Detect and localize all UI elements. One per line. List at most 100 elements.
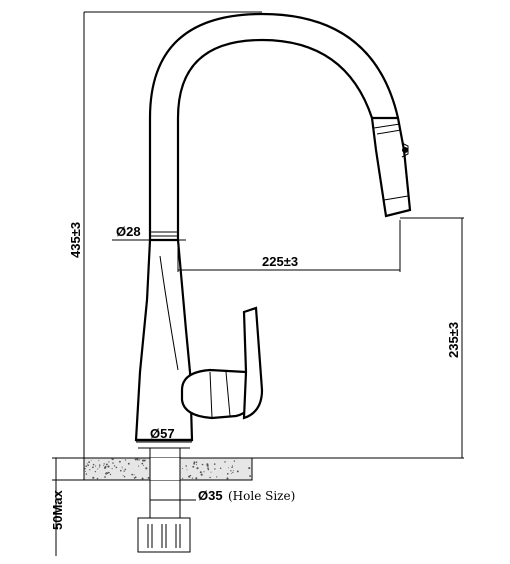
countertop-speckle (248, 467, 251, 470)
countertop-speckle (90, 460, 92, 462)
countertop-speckle (118, 460, 121, 463)
countertop-speckle (192, 465, 195, 468)
countertop-speckle (104, 476, 106, 478)
dim-base-diameter: Ø57 (136, 426, 192, 443)
dim-max-thickness: 50Max (50, 457, 84, 556)
countertop-speckle (103, 463, 105, 465)
countertop-speckle (147, 476, 150, 479)
countertop-speckle (86, 463, 88, 465)
countertop-speckle (123, 475, 126, 478)
countertop-speckle (200, 473, 203, 476)
countertop-speckle (182, 467, 183, 469)
hole-diameter-label: Ø35 (198, 488, 223, 503)
countertop-speckle (230, 470, 232, 472)
countertop-speckle (92, 476, 95, 479)
countertop-speckle (133, 477, 136, 479)
base-diameter-label: Ø57 (150, 426, 175, 441)
dim-reach: 225±3 (177, 220, 401, 272)
countertop-speckle (98, 466, 100, 468)
countertop-speckle (207, 468, 210, 471)
countertop-speckle (131, 473, 134, 476)
countertop-speckle (107, 465, 110, 468)
countertop-speckle (92, 463, 95, 466)
countertop-speckle (193, 462, 196, 465)
countertop-speckle (123, 470, 125, 472)
countertop-speckle (85, 473, 88, 475)
countertop-speckle (203, 471, 205, 473)
countertop-speckle (224, 461, 226, 463)
countertop (83, 457, 253, 481)
countertop-speckle (105, 472, 108, 475)
countertop-speckle (195, 464, 198, 466)
spout (148, 12, 400, 240)
countertop-speckle (99, 464, 101, 466)
countertop-speckle (122, 475, 124, 477)
countertop-speckle (107, 471, 110, 474)
countertop-speckle (142, 459, 145, 462)
countertop-speckle (193, 461, 196, 463)
countertop-speckle (85, 470, 87, 472)
countertop-speckle (214, 468, 216, 470)
countertop-speckle (124, 459, 127, 461)
countertop-speckle (97, 468, 99, 470)
countertop-speckle (226, 473, 229, 475)
countertop-speckle (92, 466, 94, 469)
countertop-speckle (226, 477, 229, 480)
countertop-speckle (249, 475, 252, 477)
countertop-speckle (138, 459, 140, 461)
countertop-speckle (103, 465, 105, 467)
countertop-speckle (95, 465, 97, 467)
countertop-speckle (121, 466, 123, 468)
countertop-speckle (136, 458, 139, 461)
countertop-speckle (196, 467, 199, 470)
max-thickness-label: 50Max (50, 489, 65, 530)
countertop-speckle (104, 465, 107, 468)
countertop-speckle (105, 463, 108, 466)
countertop-speckle (85, 465, 88, 468)
countertop-speckle (195, 461, 198, 463)
countertop-speckle (191, 477, 194, 479)
countertop-speckle (231, 472, 232, 474)
countertop-speckle (213, 463, 216, 465)
countertop-speckle (236, 470, 239, 473)
countertop-speckle (121, 467, 123, 469)
lever-handle (180, 306, 264, 420)
countertop-speckle (143, 459, 146, 462)
countertop-speckle (219, 467, 222, 469)
hole-size-note: (Hole Size) (228, 489, 295, 503)
countertop-speckle (199, 471, 202, 474)
countertop-speckle (216, 476, 218, 478)
reach-label: 225±3 (262, 254, 298, 269)
countertop-speckle (113, 465, 116, 467)
countertop-speckle (111, 468, 113, 470)
countertop-speckle (112, 462, 114, 464)
countertop-speckle (115, 466, 118, 469)
countertop-speckle (84, 467, 86, 470)
countertop-speckle (138, 465, 140, 467)
countertop-speckle (87, 464, 90, 467)
countertop-speckle (141, 462, 144, 465)
countertop-speckle (98, 459, 100, 461)
supply-connector (137, 480, 191, 553)
countertop-speckle (233, 460, 236, 462)
countertop-speckle (145, 467, 148, 470)
countertop-speckle (182, 477, 184, 479)
total-height-label: 435±3 (68, 222, 83, 258)
dim-spout-height: 235±3 (252, 217, 464, 459)
countertop-speckle (108, 461, 110, 463)
spout-diameter-label: Ø28 (116, 224, 141, 239)
countertop-speckle (127, 462, 130, 465)
countertop-speckle (195, 477, 198, 480)
countertop-speckle (231, 465, 234, 467)
countertop-speckle (188, 475, 191, 478)
countertop-speckle (139, 459, 141, 461)
countertop-speckle (232, 469, 234, 471)
spray-head (370, 116, 412, 218)
countertop-speckle (209, 476, 211, 479)
countertop-speckle (207, 467, 209, 469)
countertop-speckle (124, 468, 127, 471)
countertop-speckle (232, 471, 234, 474)
countertop-speckle (111, 458, 114, 461)
spout-height-label: 235±3 (446, 322, 461, 358)
